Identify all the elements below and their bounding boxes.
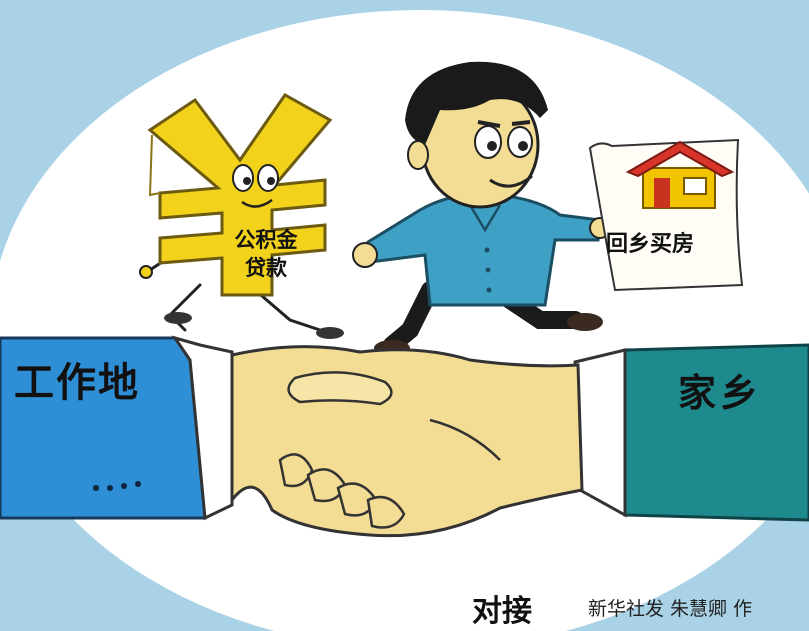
yuan-eye-left bbox=[232, 164, 254, 192]
finger-1 bbox=[278, 453, 314, 488]
label-fund-line1: 公积金 bbox=[234, 228, 298, 252]
sign-paper bbox=[588, 138, 744, 292]
boy-pupil-left bbox=[487, 141, 497, 151]
left-button-4 bbox=[135, 481, 141, 487]
palm-crease bbox=[429, 418, 501, 461]
boy-brow-left bbox=[477, 120, 501, 128]
shirt-button-2 bbox=[485, 267, 491, 273]
boy-hair bbox=[405, 61, 548, 145]
house-icon bbox=[625, 140, 735, 209]
yuan-pupil-left bbox=[243, 177, 251, 185]
caption-credit: 新华社发 朱慧卿 作 bbox=[588, 598, 753, 620]
yuan-left-hand bbox=[139, 265, 153, 279]
finger-4 bbox=[366, 495, 406, 529]
holding-hands bbox=[352, 242, 378, 268]
shirt-button-3 bbox=[486, 287, 492, 293]
boy-collar bbox=[468, 204, 502, 233]
label-sign-buy-home: 回乡买房 bbox=[606, 232, 695, 257]
boy-right-shoe bbox=[567, 313, 603, 331]
yuan-mouth bbox=[241, 198, 273, 208]
boy-brow-right bbox=[511, 120, 531, 126]
yuan-eye-right bbox=[257, 164, 279, 192]
label-fund-line2: 贷款 bbox=[245, 256, 287, 280]
left-cuff bbox=[171, 335, 234, 521]
caption-title: 对接 bbox=[472, 594, 532, 629]
left-button-2 bbox=[107, 485, 113, 491]
left-button-3 bbox=[121, 483, 127, 489]
white-oval bbox=[0, 10, 809, 631]
boy-mouth bbox=[489, 174, 533, 188]
yuan-left-shoe bbox=[164, 312, 192, 324]
left-button-1 bbox=[93, 485, 99, 491]
yuan-character bbox=[147, 93, 333, 297]
yuan-right-shoe bbox=[316, 327, 344, 339]
yuan-shading bbox=[148, 134, 161, 197]
boy-eye-left bbox=[474, 125, 502, 159]
label-workplace: 工作地 bbox=[14, 360, 140, 406]
boy-ear bbox=[407, 140, 429, 170]
yuan-pupil-right bbox=[267, 177, 275, 185]
boy-pupil-right bbox=[518, 141, 528, 151]
label-housing-fund-loan: 公积金 贷款 bbox=[216, 226, 316, 282]
shirt-button-1 bbox=[484, 247, 490, 253]
thumb bbox=[287, 371, 393, 406]
boy-left-leg bbox=[383, 281, 439, 354]
label-hometown: 家乡 bbox=[678, 371, 763, 415]
